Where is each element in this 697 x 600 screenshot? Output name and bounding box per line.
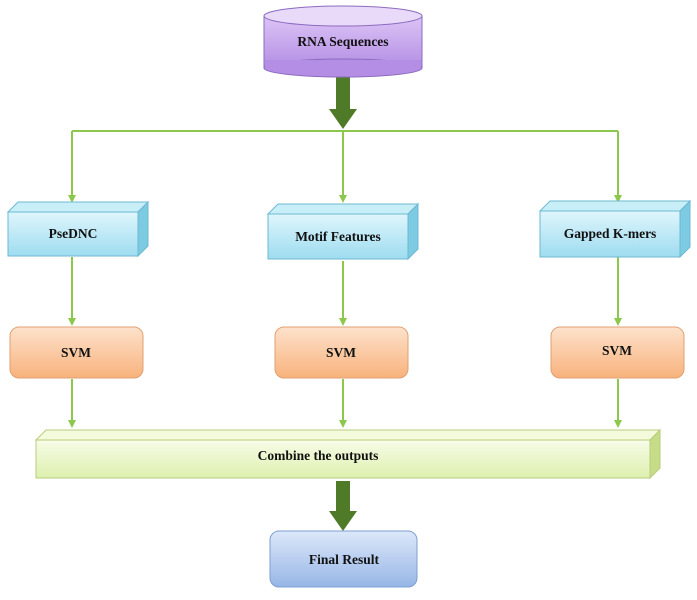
final-result-label: Final Result	[309, 552, 380, 567]
thick-arrow-input	[329, 75, 357, 129]
connectors	[68, 130, 622, 428]
svm-node-2: SVM	[274, 326, 409, 379]
thick-arrow-output	[329, 481, 357, 531]
svm-node-1: SVM	[9, 326, 144, 379]
rna-sequences-node: RNA Sequences	[263, 5, 423, 78]
svm-label-2: SVM	[326, 345, 356, 360]
gapped-kmers-label: Gapped K-mers	[564, 226, 657, 241]
psednc-node: PseDNC	[6, 200, 150, 258]
psednc-label: PseDNC	[49, 226, 98, 241]
motif-features-node: Motif Features	[266, 202, 420, 261]
svm-node-3: SVM	[550, 326, 685, 379]
rna-sequences-label: RNA Sequences	[297, 34, 388, 49]
svm-label-1: SVM	[61, 345, 91, 360]
svm-label-3: SVM	[602, 343, 632, 358]
combine-outputs-label: Combine the outputs	[258, 448, 379, 463]
motif-features-label: Motif Features	[295, 229, 381, 244]
final-result-node: Final Result	[269, 530, 418, 588]
combine-outputs-node: Combine the outputs	[34, 428, 662, 480]
gapped-kmers-node: Gapped K-mers	[538, 199, 692, 259]
